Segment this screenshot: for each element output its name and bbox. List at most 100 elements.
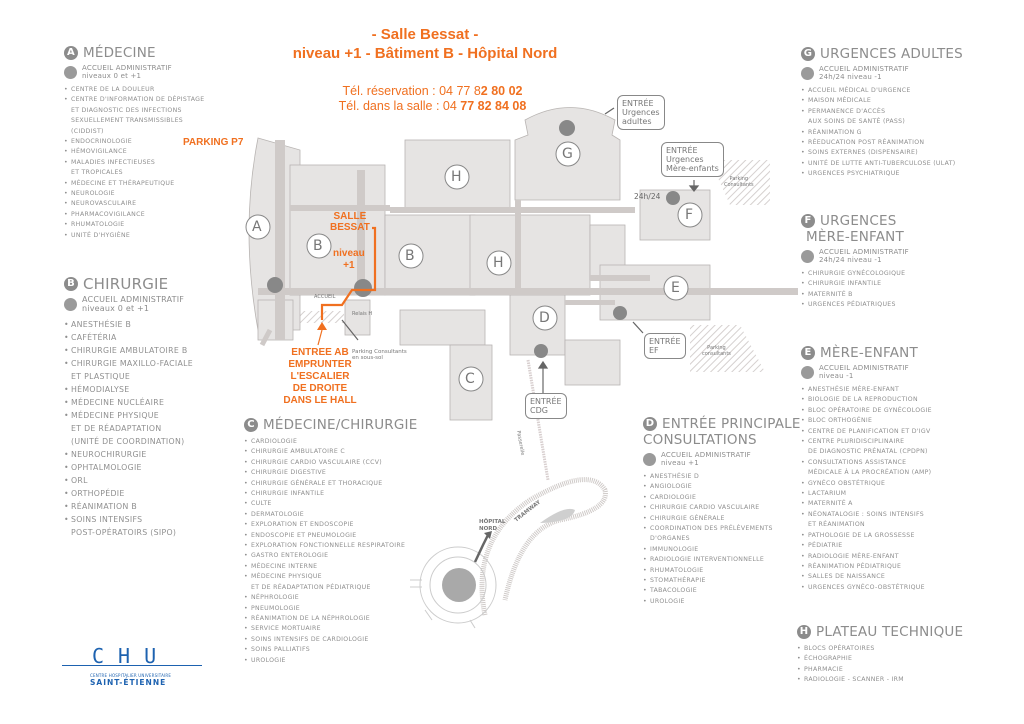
- building-label-a: A: [252, 219, 262, 235]
- building-c-wing: [399, 309, 486, 346]
- legend-item: CULTE: [244, 499, 444, 510]
- legend-title-text: PLATEAU TECHNIQUE: [816, 624, 964, 640]
- legend-item: ANESTHÉSIE B: [64, 318, 254, 331]
- legend-item: RÉANIMATION B: [64, 500, 254, 513]
- phone-salle: Tél. dans la salle : 04 77 82 84 08: [300, 99, 565, 114]
- legend-item: BLOC ORTHOGÉNIE: [801, 416, 1011, 427]
- legend-item: CHIRURGIE GYNÉCOLOGIQUE: [801, 269, 1011, 280]
- logo-city: SAINT-ÉTIENNE: [90, 678, 167, 687]
- entry-dot-f: [666, 191, 680, 205]
- accueil-dot-icon: [801, 249, 814, 263]
- h24-label: 24h/24: [634, 192, 661, 201]
- hopital-nord-line1: HÔPITAL: [479, 519, 506, 525]
- callout-entree-urgences-mere-enfants: ENTRÉE Urgences Mère-enfants: [661, 142, 724, 177]
- entree-ab-line: EMPRUNTER: [288, 359, 352, 370]
- legend-items: ACCUEIL MÉDICAL D'URGENCEMAISON MÉDICALE…: [801, 86, 1011, 180]
- legend-item: ACCUEIL MÉDICAL D'URGENCE: [801, 86, 1011, 97]
- salle-bessat-line2: BESSAT: [330, 222, 370, 233]
- legend-item: TABACOLOGIE: [643, 586, 803, 597]
- callout-line: EF: [649, 346, 659, 355]
- accueil-label: ACCUEIL ADMINISTRATIF: [82, 64, 172, 72]
- legend-items: CARDIOLOGIECHIRURGIE AMBULATOIRE CCHIRUR…: [244, 437, 444, 666]
- accueil-small-label: ACCUEIL: [314, 294, 336, 300]
- legend-item: MALADIES INFECTIEUSES ET TROPICALES: [64, 158, 254, 179]
- legend-item: OPHTALMOLOGIE: [64, 461, 254, 474]
- callout-line: ENTRÉE: [622, 99, 654, 108]
- legend-item: URGENCES PÉDIATRIQUES: [801, 300, 1011, 311]
- legend-item: MÉDECINE ET THÉRAPEUTIQUE: [64, 179, 254, 190]
- parking-sous-sol-line2: en sous-sol: [352, 355, 383, 361]
- phone-reservation-label: Tél. réservation : 04 77 8: [342, 84, 481, 98]
- building-label-b-right: B: [405, 248, 415, 264]
- legend-title-line2: MÈRE-ENFANT: [806, 229, 904, 245]
- legend-title-text: MÉDECINE: [83, 45, 156, 61]
- legend-title-text: CHIRURGIE: [83, 275, 169, 293]
- legend-item: RADIOLOGIE - SCANNER - IRM: [797, 675, 1012, 686]
- entree-ab-line: DE DROITE: [292, 383, 348, 394]
- legend-item: RHUMATOLOGIE: [643, 566, 803, 577]
- legend-item: RÉEDUCATION POST RÉANIMATION: [801, 138, 1011, 149]
- legend-item: HÉMODIALYSE: [64, 383, 254, 396]
- tramway-track: [479, 477, 608, 616]
- legend-item: NÉONATALOGIE : SOINS INTENSIFS ET RÉANIM…: [801, 510, 1011, 531]
- legend-item: BLOCS OPÉRATOIRES: [797, 644, 1012, 655]
- passerelle-path: [526, 359, 550, 481]
- legend-item: STOMATHÉRAPIE: [643, 576, 803, 587]
- legend-item: PHARMACIE: [797, 665, 1012, 676]
- legend-item: MATERNITÉ B: [801, 290, 1011, 301]
- niveau-line1: niveau: [333, 248, 365, 259]
- legend-item: DERMATOLOGIE: [244, 510, 444, 521]
- legend-item: ENDOCRINOLOGIE: [64, 137, 254, 148]
- legend-item: NEUROCHIRURGIE: [64, 448, 254, 461]
- legend-item: NEUROLOGIE: [64, 189, 254, 200]
- accueil-label: ACCUEIL ADMINISTRATIF: [819, 65, 909, 73]
- legend-item: MAISON MÉDICALE: [801, 96, 1011, 107]
- entree-ab-line: ENTREE AB: [291, 347, 349, 358]
- legend-item: RHUMATOLOGIE: [64, 220, 254, 231]
- legend-item: PHARMACOVIGILANCE: [64, 210, 254, 221]
- legend-item: PÉDIATRIE: [801, 541, 1011, 552]
- entree-ab-instructions: ENTREE AB EMPRUNTER L'ESCALIER DE DROITE…: [270, 347, 370, 407]
- legend-item: NÉPHROLOGIE: [244, 593, 444, 604]
- parking-sous-sol-zone: [292, 311, 344, 323]
- phone-block: Tél. réservation : 04 77 82 80 02 Tél. d…: [300, 84, 565, 114]
- legend-item: CHIRURGIE AMBULATOIRE B: [64, 344, 254, 357]
- accueil-level: niveaux 0 et +1: [82, 72, 142, 80]
- legend-title-text: MÈRE-ENFANT: [820, 345, 918, 361]
- parking-ef-line1: Parking: [707, 345, 726, 351]
- legend-item: MÉDECINE NUCLÉAIRE: [64, 396, 254, 409]
- phone-salle-number: 77 82 84 08: [460, 99, 527, 113]
- header-location: niveau +1 - Bâtiment B - Hôpital Nord: [292, 45, 558, 62]
- legend-items: BLOCS OPÉRATOIRESÉCHOGRAPHIEPHARMACIERAD…: [797, 644, 1012, 686]
- route-to-salle-bessat: [320, 226, 377, 320]
- niveau-line2: +1: [343, 260, 355, 271]
- parking-consultants-zone-f: [710, 160, 770, 205]
- legend-item: RÉANIMATION PÉDIATRIQUE: [801, 562, 1011, 573]
- legend-item: CHIRURGIE MAXILLO-FACIALE ET PLASTIQUE: [64, 357, 254, 383]
- legend-item: URGENCES PSYCHIATRIQUE: [801, 169, 1011, 180]
- building-b-right: [384, 214, 476, 296]
- accueil-dot-icon: [801, 365, 814, 379]
- building-c-badge-icon: C: [244, 418, 258, 432]
- legend-item: RADIOLOGIE MÈRE-ENFANT: [801, 552, 1011, 563]
- legend-item: BLOC OPÉRATOIRE DE GYNÉCOLOGIE: [801, 406, 1011, 417]
- legend-item: GASTRO ENTEROLOGIE: [244, 551, 444, 562]
- callout-line: CDG: [530, 406, 548, 415]
- legend-item: PERMANENCE D'ACCÈS AUX SOINS DE SANTÉ (P…: [801, 107, 1011, 128]
- entry-dot-e: [613, 306, 627, 320]
- legend-item: SALLES DE NAISSANCE: [801, 572, 1011, 583]
- legend-item: CHIRURGIE CARDIO VASCULAIRE (CCV): [244, 458, 444, 469]
- legend-item: RÉANIMATION G: [801, 128, 1011, 139]
- legend-item: EXPLORATION ET ENDOSCOPIE: [244, 520, 444, 531]
- entry-dot-a: [267, 277, 283, 293]
